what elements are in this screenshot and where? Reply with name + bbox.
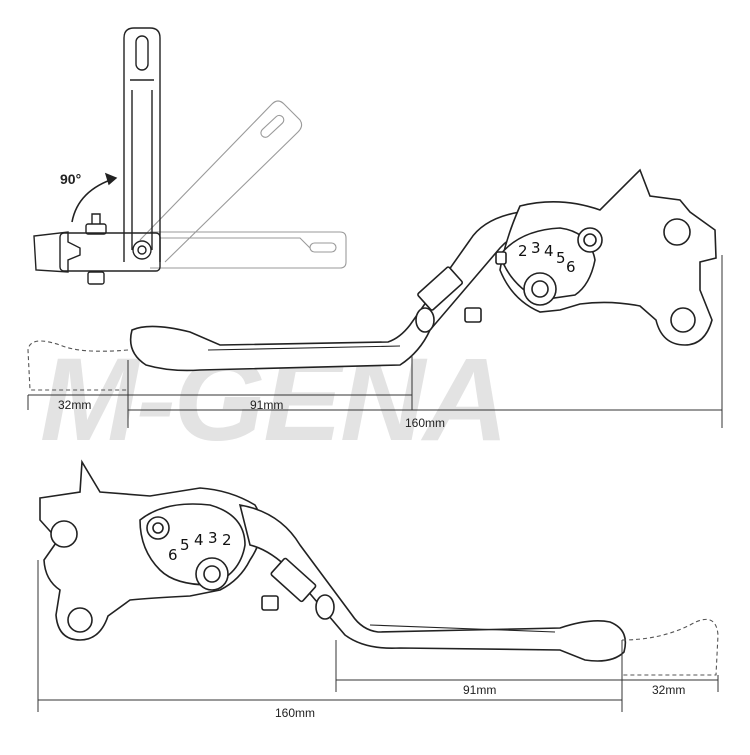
top-dimensions (27, 255, 723, 428)
top-lever (129, 168, 717, 372)
top-latch (417, 266, 464, 311)
bottom-scale-num-2: 5 (180, 536, 190, 554)
top-dim-91mm: 91mm (250, 398, 283, 412)
bottom-dimensions (37, 560, 719, 712)
bottom-latch (270, 557, 317, 603)
top-adjuster-body (499, 168, 717, 346)
upright-lever (123, 27, 161, 262)
bottom-dim-32mm: 32mm (652, 683, 685, 697)
bottom-scale-num-5: 2 (222, 531, 232, 549)
mount-block (33, 213, 161, 285)
bottom-scale: 6 5 4 3 2 (168, 529, 232, 564)
folded-lever-ghost (150, 231, 347, 269)
bottom-scale-num-3: 4 (194, 531, 204, 549)
diagonal-lever-ghost (139, 100, 303, 263)
top-scale-num-2: 3 (531, 239, 541, 257)
top-scale: 2 3 4 5 6 (518, 239, 576, 276)
bottom-dim-91mm: 91mm (463, 683, 496, 697)
bottom-scale-num-4: 3 (208, 529, 218, 547)
bottom-lever-blade (238, 503, 627, 662)
bottom-lever (39, 459, 627, 662)
top-dim-160mm: 160mm (405, 416, 445, 430)
angle-label: 90° (60, 171, 81, 187)
bottom-scale-num-1: 6 (168, 546, 178, 564)
folding-detail (33, 27, 347, 285)
top-scale-num-4: 5 (556, 249, 566, 267)
top-dim-32mm: 32mm (58, 398, 91, 412)
top-scale-num-5: 6 (566, 258, 576, 276)
top-scale-num-3: 4 (544, 242, 554, 260)
bottom-lever-extension (621, 618, 719, 676)
top-scale-num-1: 2 (518, 242, 528, 260)
bottom-dim-160mm: 160mm (275, 706, 315, 720)
